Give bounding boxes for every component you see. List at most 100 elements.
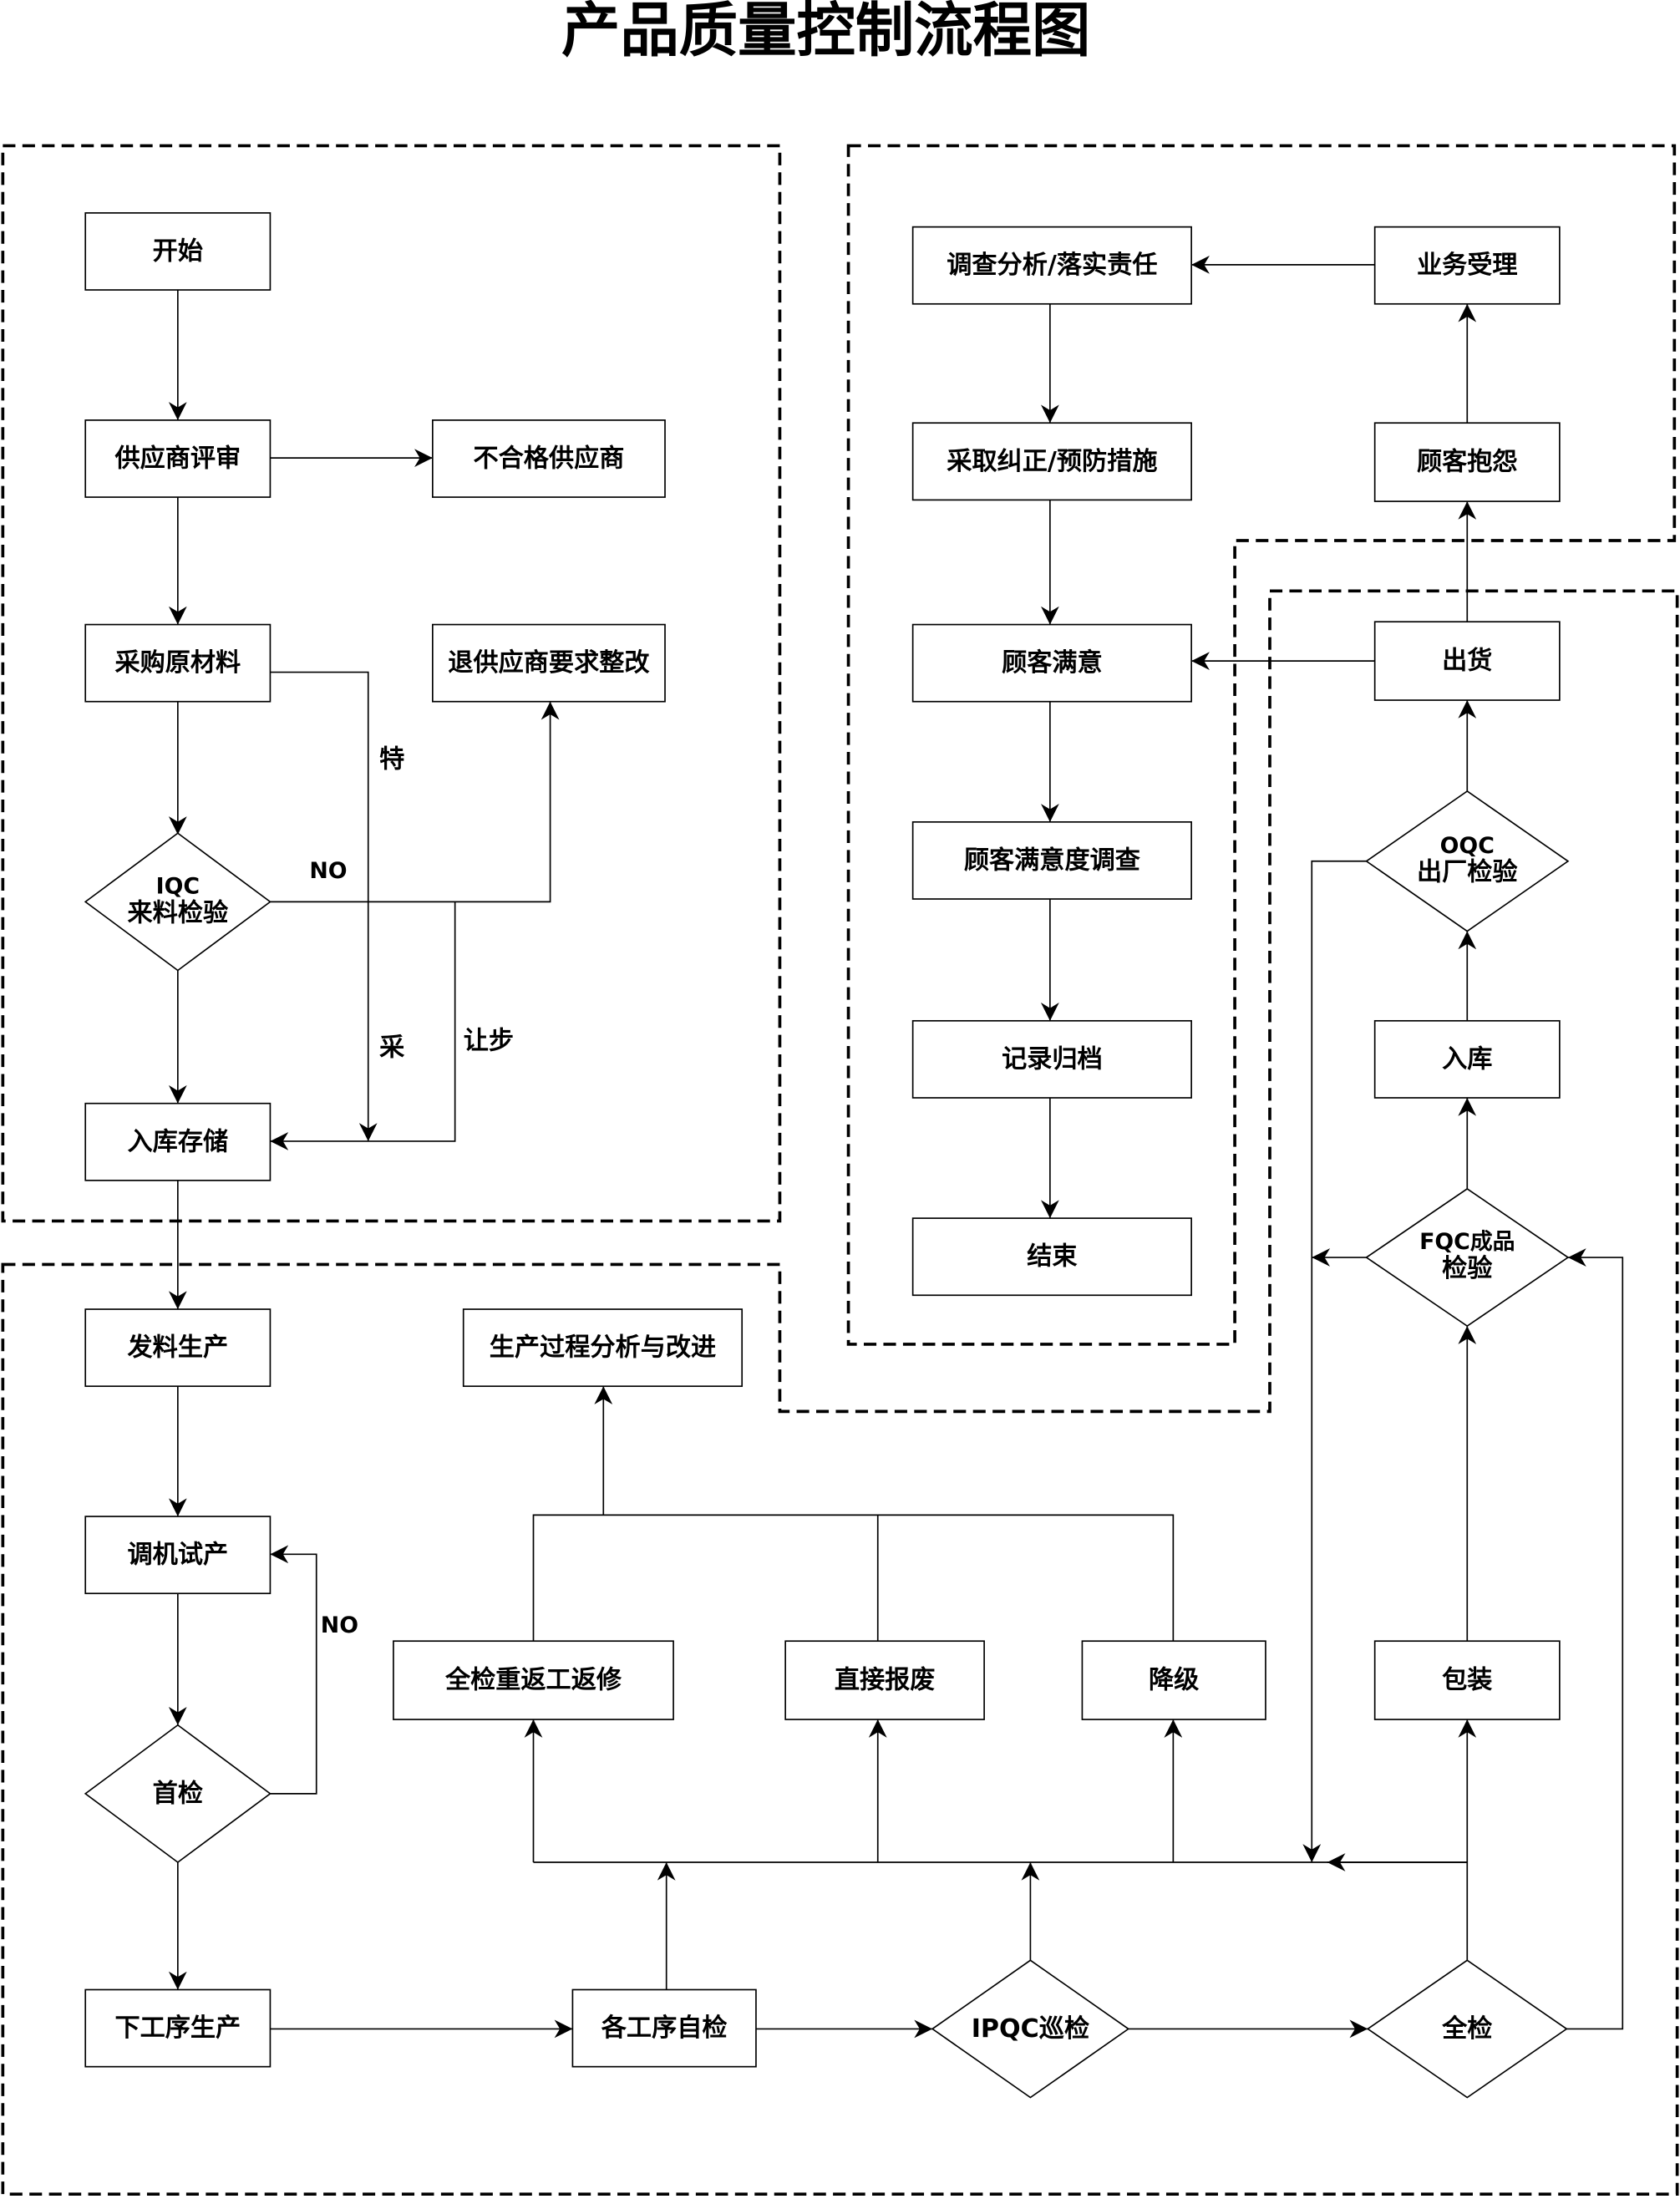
node-box [911,821,1192,900]
decision-diamond [1365,790,1570,932]
node-label: 不合格供应商 [473,443,624,473]
decision-diamond [931,1959,1130,2099]
node-box [1373,1640,1561,1720]
line-connector [532,1514,1175,1642]
node-box [1081,1640,1266,1720]
node-box [84,1516,272,1595]
node-box [84,1102,272,1181]
node-box [784,1640,985,1720]
process-node-shipment: 出货 [1373,621,1561,701]
node-label-line2: 出厂检验 [1417,857,1518,887]
node-label: 调查分析/落实责任 [947,251,1157,280]
node-box [1373,621,1561,701]
process-node-purchase: 采购原材料 [84,623,272,703]
decision-diamond [84,1724,272,1864]
page-title: 产品质量控制流程图 [561,0,1090,64]
node-box [462,1308,744,1388]
process-node-packaging: 包装 [1373,1640,1561,1720]
node-box [84,419,272,498]
node-label: 下工序生产 [114,2013,241,2043]
node-label: 入库存储 [128,1127,229,1156]
node-label: 降级 [1149,1666,1200,1695]
node-box [84,212,272,291]
node-box [911,1019,1192,1099]
region-incoming-material [1,144,782,1223]
node-label-line1: OQC [1440,833,1495,859]
region-customer-service [846,144,1677,1346]
process-node-process-improve: 生产过程分析与改进 [462,1308,744,1388]
process-node-warehouse-in: 入库 [1373,1019,1561,1099]
node-box [431,419,666,498]
node-label: 生产过程分析与改进 [490,1333,716,1363]
node-box [84,1988,272,2068]
decision-diamond [1365,1187,1570,1328]
node-label-line2: 来料检验 [128,897,229,927]
arrow-connector [270,671,378,1141]
arrow-connector [270,1545,317,1795]
node-label: 记录归档 [1002,1044,1103,1074]
edge-label-purchase: 采 [379,1033,405,1063]
process-node-corrective: 采取纠正/预防措施 [911,422,1192,501]
decision-node-first-inspection: 首检 [84,1724,272,1864]
process-node-complaint: 顾客抱怨 [1373,422,1561,502]
node-label: 结束 [1027,1242,1078,1272]
edge-label-special: 特 [379,744,404,774]
process-node-downgrade: 降级 [1081,1640,1266,1720]
process-node-supplier-review: 供应商评审 [84,419,272,498]
node-box [911,1217,1192,1297]
node-label: 供应商评审 [114,443,241,473]
process-node-scrap: 直接报废 [784,1640,985,1720]
node-label: 开始 [153,236,203,266]
arrow-connector [1566,1248,1624,2030]
node-box [84,1308,272,1388]
node-label: 首检 [153,1778,203,1808]
node-label: 调机试产 [128,1541,229,1570]
node-label: 退供应商要求整改 [448,647,650,678]
node-label: 包装 [1442,1665,1492,1695]
node-label: 全检重返工返修 [444,1665,622,1695]
node-label: 入库 [1442,1044,1492,1074]
node-label: 各工序自检 [601,2013,728,2043]
node-box [911,422,1192,501]
node-box [1373,422,1561,502]
arrow-connector [270,901,456,1150]
node-label: 顾客抱怨 [1417,447,1518,477]
node-box [1373,226,1561,305]
process-node-survey: 顾客满意度调查 [911,821,1192,900]
arrow-connector [1302,860,1367,1862]
process-node-satisfied: 顾客满意 [911,623,1192,703]
node-label-line1: IQC [156,873,200,899]
node-box [911,623,1192,703]
node-box [84,623,272,703]
node-label: 直接报废 [835,1666,936,1695]
node-box [1373,1019,1561,1099]
node-label: 采取纠正/预防措施 [947,447,1157,476]
process-node-business: 业务受理 [1373,226,1561,305]
node-box [431,623,666,703]
process-node-self-check: 各工序自检 [571,1988,757,2068]
arrow-connector [270,701,560,903]
node-label: 出货 [1442,646,1492,676]
node-label: 全检 [1441,2014,1492,2044]
process-node-return-supplier: 退供应商要求整改 [431,623,666,703]
edge-label-concession: 让步 [464,1026,514,1055]
decision-node-ipqc: IPQC巡检 [931,1959,1130,2099]
process-node-issue-production: 发料生产 [84,1308,272,1388]
decision-diamond [1366,1959,1568,2099]
node-label-line2: 检验 [1442,1253,1493,1283]
process-node-start: 开始 [84,212,272,291]
region-production-outline [1,589,1679,2196]
node-box [393,1640,674,1720]
connectors [168,255,1624,2039]
node-label: 发料生产 [127,1333,229,1363]
edge-label-no-first: NO [321,1612,358,1638]
node-label: 业务受理 [1417,251,1518,280]
node-box [571,1988,757,2068]
node-label: 顾客满意度调查 [964,845,1141,875]
process-node-rework: 全检重返工返修 [393,1640,674,1720]
node-label-line1: FQC成品 [1419,1229,1515,1255]
decision-node-full-inspection: 全检 [1366,1959,1568,2099]
node-label: IPQC巡检 [972,2014,1089,2044]
